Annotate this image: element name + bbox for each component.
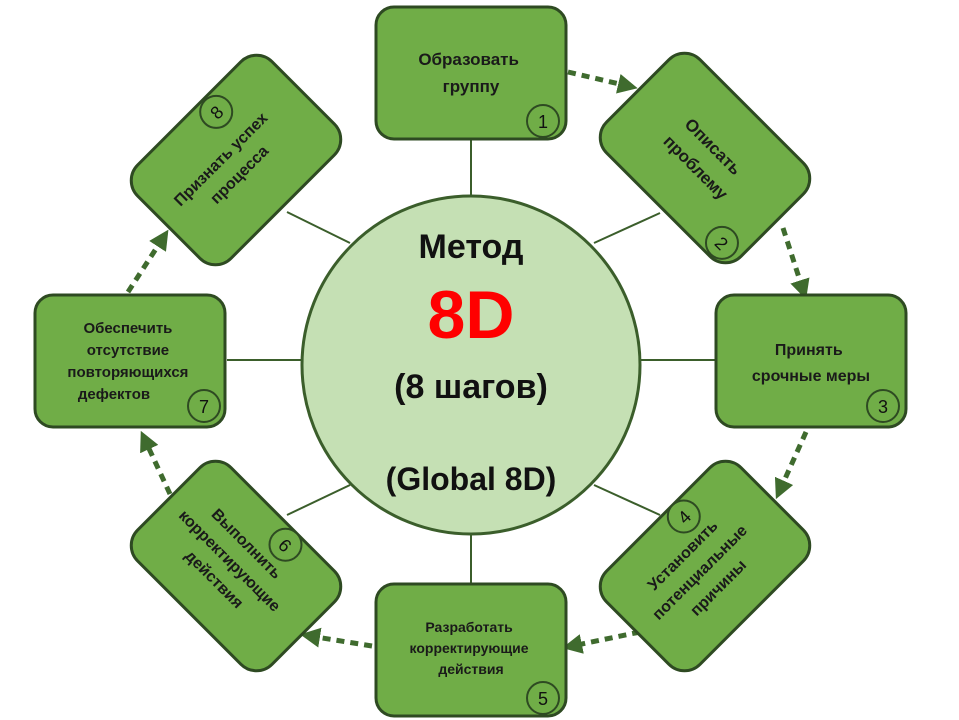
step-4-number-badge — [666, 499, 701, 534]
step-7-line-4: дефектов — [78, 386, 150, 403]
step-8-box: Признать успех процесса 8 — [129, 53, 343, 267]
step-5-line-1: Разработать — [425, 619, 513, 635]
step-1-box: Образовать группу 1 — [374, 5, 568, 141]
connector-6 — [286, 484, 351, 516]
step-5-number-badge — [526, 681, 560, 715]
step-7-line-1: Обеспечить — [83, 320, 172, 337]
step-5-line-2: корректирующие — [410, 640, 529, 656]
step-6-number-badge — [268, 527, 303, 562]
step-8-number-badge — [199, 94, 234, 129]
step-2-box: Описать проблему 2 — [598, 51, 812, 265]
connector-4 — [593, 484, 661, 516]
step-3-line-2: срочные меры — [752, 368, 870, 385]
step-1-number-badge — [526, 104, 560, 138]
center-circle-shape — [300, 194, 642, 536]
step-2-number-badge — [704, 225, 739, 260]
arrow-5-6 — [300, 627, 373, 649]
step-7-line-2: отсутствие — [87, 342, 169, 359]
step-4-box: Установить потенциальные причины 4 — [598, 459, 812, 673]
step-3-number-badge — [866, 389, 900, 423]
step-3-number: 3 — [878, 397, 888, 417]
flow-arrows — [125, 69, 810, 654]
step-3-box: Принять срочные меры 3 — [714, 293, 908, 429]
connector-8 — [286, 211, 351, 244]
step-7-number: 7 — [199, 397, 209, 417]
arrow-7-8 — [125, 229, 169, 294]
step-5-number: 5 — [538, 689, 548, 709]
svg-text:Разработать корректирующ: Разработать корректирующие действия — [410, 619, 533, 677]
step-7-number-badge — [187, 389, 221, 423]
connector-lines — [227, 138, 716, 583]
arrow-1-2 — [567, 69, 638, 94]
arrow-3-4 — [774, 430, 809, 500]
step-1-line-2: группу — [443, 77, 500, 96]
center-subtitle: (8 шагов) — [394, 368, 548, 406]
svg-text:Обеспечить отсутствие: Обеспечить отсутствие повторяющихся дефе… — [67, 320, 192, 403]
svg-text:Образовать группу: Образовать группу — [418, 50, 523, 96]
step-5-line-3: действия — [438, 661, 503, 677]
step-5-box: Разработать корректирующие действия 5 — [374, 582, 568, 718]
center-circle: Метод 8D (8 шагов) (Global 8D) — [300, 194, 642, 536]
step-3-line-1: Принять — [775, 342, 843, 359]
arrow-6-7 — [140, 430, 173, 496]
step-1-line-1: Образовать — [418, 50, 519, 69]
step-7-box: Обеспечить отсутствие повторяющихся дефе… — [33, 293, 227, 429]
connector-2 — [593, 212, 661, 244]
svg-text:Принять срочные меры: Принять срочные меры — [752, 342, 870, 385]
step-6-box: Выполнить корректирующие действия 6 — [129, 459, 343, 673]
step-7-line-3: повторяющихся — [67, 364, 188, 381]
center-8d: 8D — [428, 277, 515, 353]
center-title: Метод — [419, 228, 524, 266]
step-1-number: 1 — [538, 112, 548, 132]
arrow-4-5 — [562, 629, 641, 654]
center-global: (Global 8D) — [386, 461, 557, 497]
arrow-2-3 — [780, 227, 810, 300]
